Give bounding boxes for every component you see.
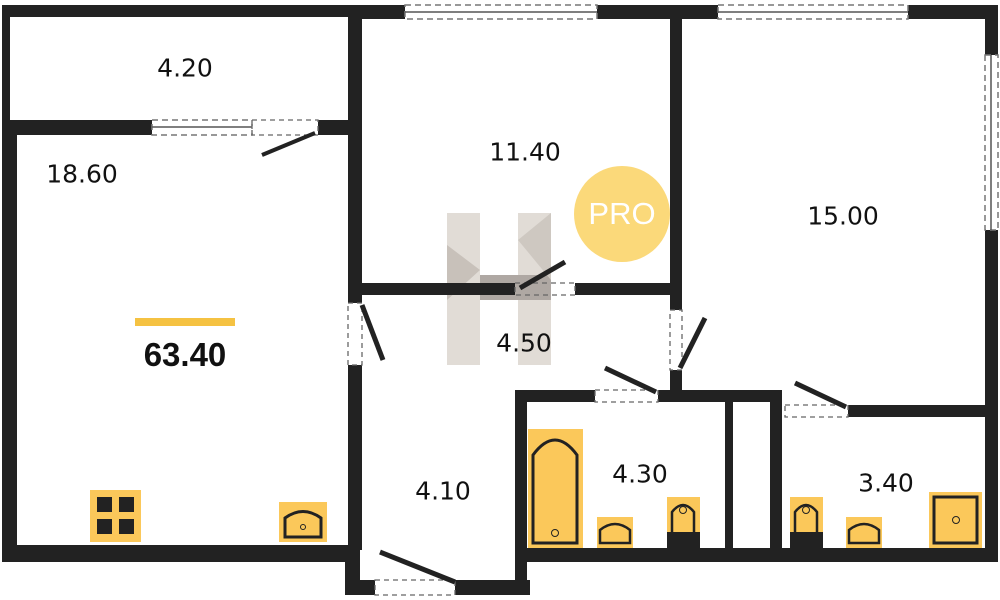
stove-icon bbox=[90, 490, 141, 542]
room-area-living-kitchen: 18.60 bbox=[46, 159, 118, 189]
total-area-accent-bar bbox=[135, 318, 235, 326]
door-openings bbox=[251, 119, 849, 596]
shower-icon bbox=[929, 492, 982, 548]
door-leaves bbox=[261, 131, 848, 585]
room-area-entrance: 4.10 bbox=[415, 476, 471, 506]
room-area-bathroom: 4.30 bbox=[612, 459, 668, 489]
room-area-bedroom-2: 15.00 bbox=[807, 201, 879, 231]
bathroom-sink-icon bbox=[597, 517, 633, 548]
walls bbox=[2, 5, 998, 595]
window-panes bbox=[152, 11, 992, 230]
room-area-toilet-room: 3.40 bbox=[858, 468, 914, 498]
bathtub-icon bbox=[528, 429, 583, 548]
kitchen-sink-icon bbox=[279, 502, 327, 542]
windows bbox=[151, 4, 999, 231]
pro-badge: PRO bbox=[574, 166, 670, 262]
bathroom-sink-icon bbox=[846, 517, 882, 548]
toilet-icon bbox=[790, 497, 823, 548]
toilet-icon bbox=[667, 497, 700, 548]
room-area-bedroom-1: 11.40 bbox=[489, 137, 561, 167]
total-area: 63.40 bbox=[143, 336, 227, 373]
room-area-balcony: 4.20 bbox=[157, 53, 213, 83]
room-area-hallway: 4.50 bbox=[496, 328, 552, 358]
